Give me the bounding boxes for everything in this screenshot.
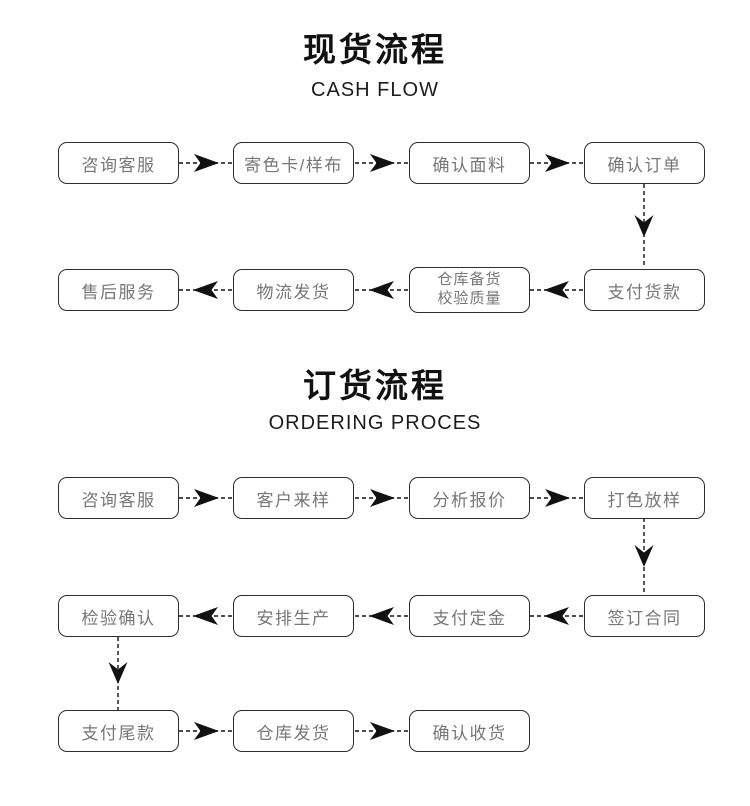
arrow-left-icon [530,280,584,300]
flow-node: 安排生产 [233,595,354,637]
arrow-right-icon [355,488,409,508]
arrow-right-icon [355,721,409,741]
flow-node: 检验确认 [58,595,179,637]
ordering-subtitle: ORDERING PROCES [268,412,482,434]
flow-node: 确认面料 [409,142,530,184]
arrow-right-icon [179,721,233,741]
flow-node: 咨询客服 [58,477,179,519]
flow-node: 售后服务 [58,269,179,311]
arrow-down-icon [634,184,654,268]
flow-node: 确认收货 [409,710,530,752]
flow-node: 支付货款 [584,269,705,311]
arrow-left-icon [179,280,233,300]
flow-node: 仓库备货 校验质量 [409,267,530,313]
arrow-right-icon [355,153,409,173]
arrow-left-icon [355,606,409,626]
arrow-right-icon [530,153,584,173]
flow-node: 客户来样 [233,477,354,519]
flow-node: 物流发货 [233,269,354,311]
cash-flow-title: 现货流程 [303,31,447,68]
arrow-right-icon [179,488,233,508]
arrow-left-icon [355,280,409,300]
flow-node: 寄色卡/样布 [233,142,354,184]
flow-node: 仓库发货 [233,710,354,752]
arrow-down-icon [634,518,654,595]
flow-node: 支付定金 [409,595,530,637]
flow-node: 咨询客服 [58,142,179,184]
flow-node: 签订合同 [584,595,705,637]
cash-flow-subtitle: CASH FLOW [311,79,439,101]
arrow-left-icon [179,606,233,626]
arrow-right-icon [179,153,233,173]
flow-node: 分析报价 [409,477,530,519]
flow-node: 支付尾款 [58,710,179,752]
flow-node: 打色放样 [584,477,705,519]
arrow-left-icon [530,606,584,626]
arrow-down-icon [108,637,128,710]
flow-node: 确认订单 [584,142,705,184]
arrow-right-icon [530,488,584,508]
ordering-title: 订货流程 [303,367,447,404]
